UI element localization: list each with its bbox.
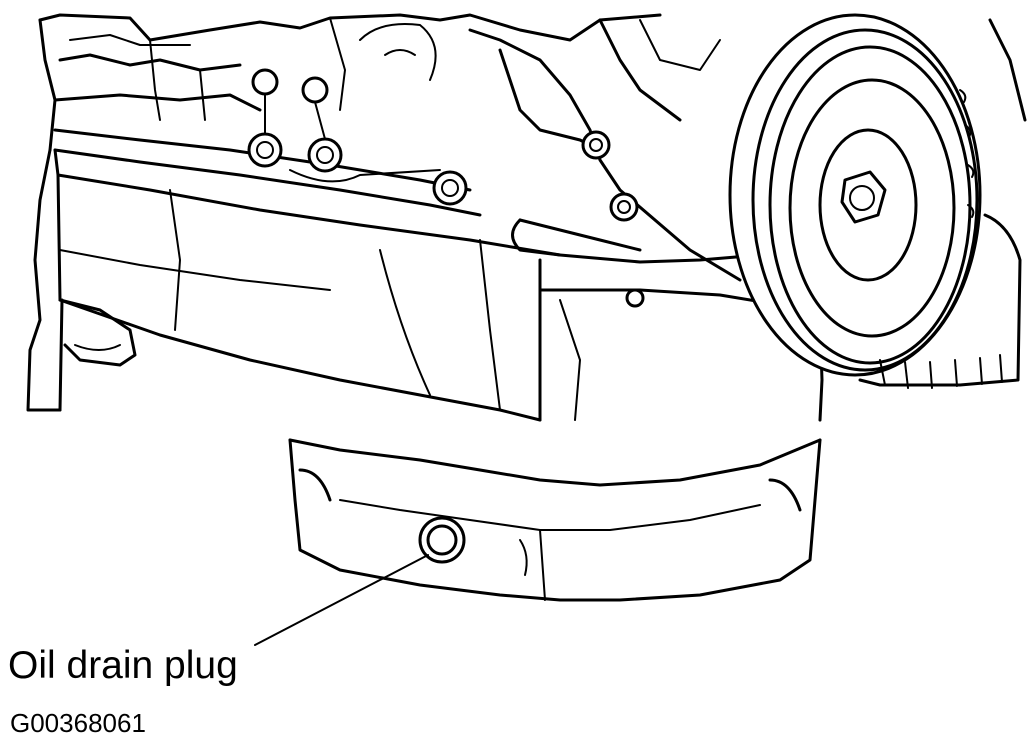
callout-leader-line xyxy=(254,554,429,646)
crankshaft-pulley xyxy=(728,13,982,377)
engine-block-side xyxy=(26,148,137,412)
oil-pan-flange xyxy=(53,128,762,302)
oil-pan-sump xyxy=(288,438,822,602)
oil-pan-body xyxy=(58,189,824,422)
oil-filter xyxy=(858,18,1027,389)
oil-drain-plug-label: Oil drain plug xyxy=(8,644,238,687)
manifold-bolts xyxy=(247,68,468,206)
figure-id: G00368061 xyxy=(10,708,146,738)
timing-cover xyxy=(468,18,742,308)
oil-drain-plug xyxy=(418,516,466,564)
engine-block xyxy=(38,13,662,152)
